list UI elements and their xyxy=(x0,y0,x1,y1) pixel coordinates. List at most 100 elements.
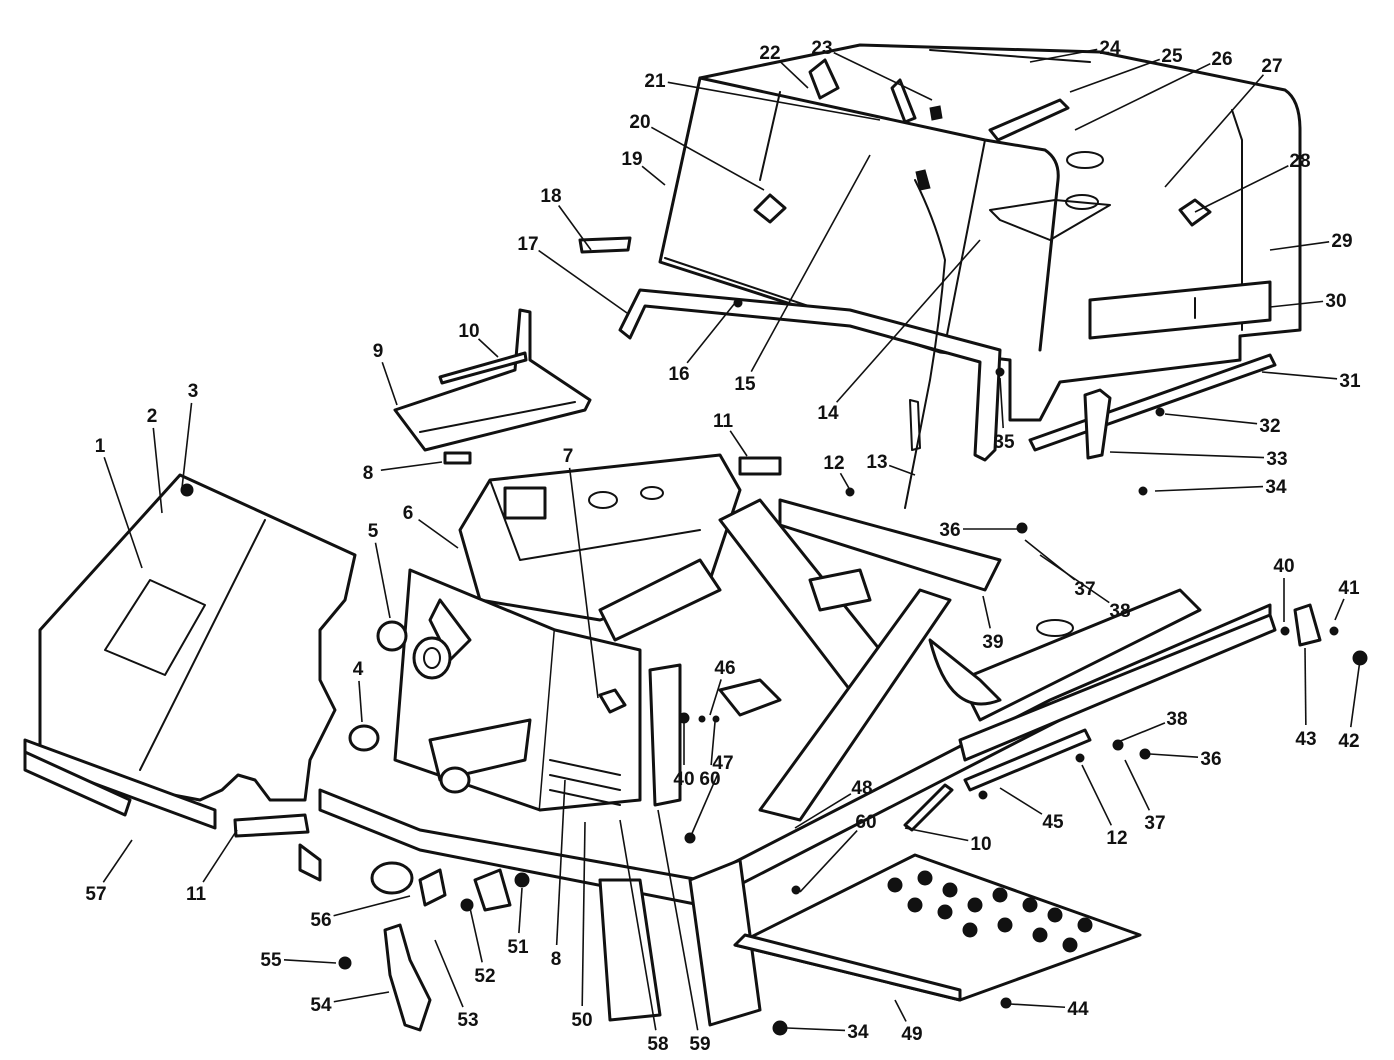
callout-leader xyxy=(799,829,858,893)
callout-leader xyxy=(729,430,748,457)
hood-hardware xyxy=(578,58,1277,509)
callout-42: 42 xyxy=(1338,659,1361,752)
footrest-holes xyxy=(887,870,1093,953)
callout-leader xyxy=(1304,647,1307,726)
callout-leader xyxy=(202,829,238,883)
callout-leader xyxy=(794,793,852,829)
callout-leader xyxy=(1154,485,1264,492)
main-frame xyxy=(318,498,1277,1027)
callout-36: 36 xyxy=(939,520,1017,541)
callout-number: 32 xyxy=(1259,416,1280,437)
callout-51: 51 xyxy=(507,887,529,958)
callout-39: 39 xyxy=(982,595,1004,653)
callout-number: 55 xyxy=(260,950,282,971)
callout-37: 37 xyxy=(1024,539,1096,600)
callout-4: 4 xyxy=(353,659,364,723)
callout-number: 14 xyxy=(817,403,839,424)
callout-leader xyxy=(1149,753,1199,758)
callout-leader xyxy=(374,542,391,619)
callout-number: 1 xyxy=(95,436,106,457)
callout-number: 56 xyxy=(310,910,331,931)
callout-number: 2 xyxy=(147,406,158,427)
callout-leader xyxy=(477,338,499,358)
callout-7: 7 xyxy=(563,446,599,699)
callout-29: 29 xyxy=(1269,231,1353,252)
callout-leader xyxy=(667,81,881,121)
callout-number: 16 xyxy=(668,364,689,385)
callout-number: 6 xyxy=(403,503,414,524)
callout-number: 42 xyxy=(1338,731,1359,752)
callout-number: 38 xyxy=(1166,709,1187,730)
callout-leader xyxy=(839,472,851,491)
callout-number: 45 xyxy=(1042,812,1064,833)
callout-number: 36 xyxy=(939,520,960,541)
callout-number: 17 xyxy=(517,234,538,255)
callout-38: 38 xyxy=(1039,554,1131,622)
callout-number: 52 xyxy=(474,966,495,987)
callout-12: 12 xyxy=(1081,764,1128,849)
callout-60: 60 xyxy=(799,812,877,893)
callout-38: 38 xyxy=(1117,709,1188,743)
callout-number: 20 xyxy=(629,112,650,133)
callout-number: 11 xyxy=(713,411,734,432)
callout-31: 31 xyxy=(1261,371,1361,392)
callout-57: 57 xyxy=(85,839,133,905)
callout-36: 36 xyxy=(1149,749,1222,770)
callout-11: 11 xyxy=(713,411,748,457)
callout-number: 13 xyxy=(866,452,887,473)
callout-leader xyxy=(1029,48,1098,63)
callout-45: 45 xyxy=(999,787,1064,833)
callout-55: 55 xyxy=(260,950,337,971)
callout-23: 23 xyxy=(811,38,933,101)
callout-leader xyxy=(538,249,628,314)
callout-54: 54 xyxy=(310,991,390,1016)
callout-leader xyxy=(1069,58,1161,93)
callout-number: 60 xyxy=(699,769,720,790)
callout-number: 24 xyxy=(1099,38,1121,59)
callout-47: 47 xyxy=(689,753,734,839)
callout-leader xyxy=(381,362,398,406)
callout-number: 39 xyxy=(982,632,1003,653)
callout-11: 11 xyxy=(186,829,238,905)
rear-hood xyxy=(658,43,1302,422)
callout-leader xyxy=(904,827,969,842)
callout-58: 58 xyxy=(619,819,669,1055)
callout-leader xyxy=(1074,62,1211,131)
callout-12: 12 xyxy=(823,453,851,491)
callout-9: 9 xyxy=(373,341,398,406)
callout-number: 18 xyxy=(540,186,561,207)
callout-43: 43 xyxy=(1295,647,1317,750)
callout-number: 11 xyxy=(186,884,207,905)
callout-number: 46 xyxy=(714,658,735,679)
callout-leader xyxy=(102,839,133,883)
callout-6: 6 xyxy=(403,503,459,549)
callout-number: 26 xyxy=(1211,49,1232,70)
callout-leader xyxy=(1117,722,1166,743)
callout-leader xyxy=(333,895,411,917)
callout-number: 21 xyxy=(644,71,666,92)
callout-leader xyxy=(689,773,719,839)
callout-number: 57 xyxy=(85,884,106,905)
callout-33: 33 xyxy=(1109,449,1288,470)
callout-1: 1 xyxy=(95,436,143,569)
callout-52: 52 xyxy=(469,907,496,987)
callout-35: 35 xyxy=(993,377,1015,453)
footrest-plate xyxy=(733,853,1142,1002)
callout-8: 8 xyxy=(551,779,566,970)
callout-number: 8 xyxy=(363,463,374,484)
callout-leader xyxy=(750,154,871,372)
callout-leader xyxy=(581,821,586,1007)
callout-10: 10 xyxy=(904,827,992,855)
callout-number: 37 xyxy=(1074,579,1095,600)
callout-leader xyxy=(418,518,459,549)
callout-leader xyxy=(982,595,991,629)
callout-number: 49 xyxy=(901,1024,922,1045)
callout-59: 59 xyxy=(657,809,711,1055)
callout-number: 58 xyxy=(647,1034,668,1055)
callout-3: 3 xyxy=(181,381,198,489)
callout-34: 34 xyxy=(786,1022,869,1043)
callout-number: 48 xyxy=(851,778,872,799)
callout-leader xyxy=(1194,165,1289,213)
side-panel xyxy=(23,473,357,838)
